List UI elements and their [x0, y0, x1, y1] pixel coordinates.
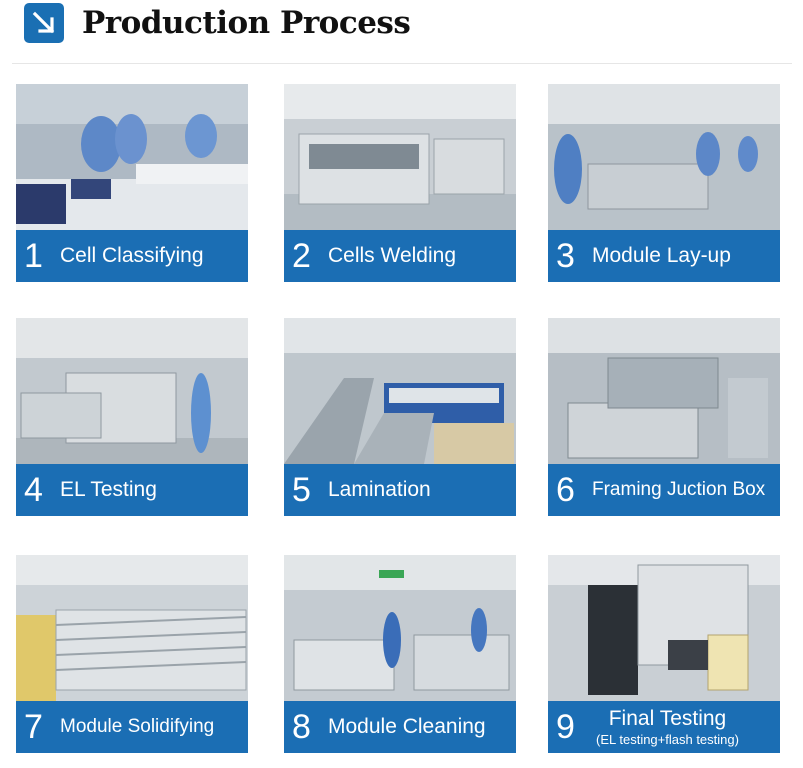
- step-label: Module Lay-up: [592, 244, 731, 267]
- factory-photo: [284, 84, 516, 230]
- step-number: 9: [556, 708, 575, 746]
- step-number: 4: [24, 471, 43, 509]
- step-number: 7: [24, 708, 43, 746]
- step-label: EL Testing: [60, 478, 157, 501]
- page-header: Production Process: [24, 2, 411, 44]
- process-step-card: 6 Framing Juction Box: [548, 318, 780, 516]
- process-step-card: 2 Cells Welding: [284, 84, 516, 282]
- factory-photo: [548, 84, 780, 230]
- step-caption: 1 Cell Classifying: [16, 230, 248, 282]
- step-label: Cells Welding: [328, 244, 456, 267]
- step-caption: 9 Final Testing (EL testing+flash testin…: [548, 701, 780, 753]
- factory-photo: [16, 84, 248, 230]
- step-label: Framing Juction Box: [592, 479, 766, 500]
- step-number: 2: [292, 237, 311, 275]
- factory-photo: [16, 318, 248, 464]
- step-sublabel: (EL testing+flash testing): [596, 732, 739, 747]
- factory-photo: [548, 318, 780, 464]
- step-label: Lamination: [328, 478, 431, 501]
- factory-photo: [548, 555, 780, 701]
- arrow-down-right-icon: [24, 3, 64, 43]
- step-label: Module Cleaning: [328, 715, 486, 738]
- header-divider: [12, 63, 792, 64]
- step-caption: 3 Module Lay-up: [548, 230, 780, 282]
- step-label: Cell Classifying: [60, 244, 204, 267]
- step-caption: 5 Lamination: [284, 464, 516, 516]
- process-step-card: 4 EL Testing: [16, 318, 248, 516]
- step-number: 3: [556, 237, 575, 275]
- step-caption: 6 Framing Juction Box: [548, 464, 780, 516]
- step-caption: 2 Cells Welding: [284, 230, 516, 282]
- step-number: 1: [24, 237, 43, 275]
- factory-photo: [16, 555, 248, 701]
- process-step-card: 8 Module Cleaning: [284, 555, 516, 753]
- process-step-card: 9 Final Testing (EL testing+flash testin…: [548, 555, 780, 753]
- process-step-card: 1 Cell Classifying: [16, 84, 248, 282]
- step-number: 8: [292, 708, 311, 746]
- process-step-card: 7 Module Solidifying: [16, 555, 248, 753]
- step-caption: 7 Module Solidifying: [16, 701, 248, 753]
- step-caption: 4 EL Testing: [16, 464, 248, 516]
- step-number: 5: [292, 471, 311, 509]
- factory-photo: [284, 555, 516, 701]
- step-caption: 8 Module Cleaning: [284, 701, 516, 753]
- step-label-block: Final Testing (EL testing+flash testing): [596, 707, 739, 747]
- page-title: Production Process: [82, 5, 411, 41]
- step-number: 6: [556, 471, 575, 509]
- step-label: Module Solidifying: [60, 716, 215, 737]
- process-step-card: 3 Module Lay-up: [548, 84, 780, 282]
- process-step-card: 5 Lamination: [284, 318, 516, 516]
- factory-photo: [284, 318, 516, 464]
- step-label: Final Testing: [608, 707, 727, 730]
